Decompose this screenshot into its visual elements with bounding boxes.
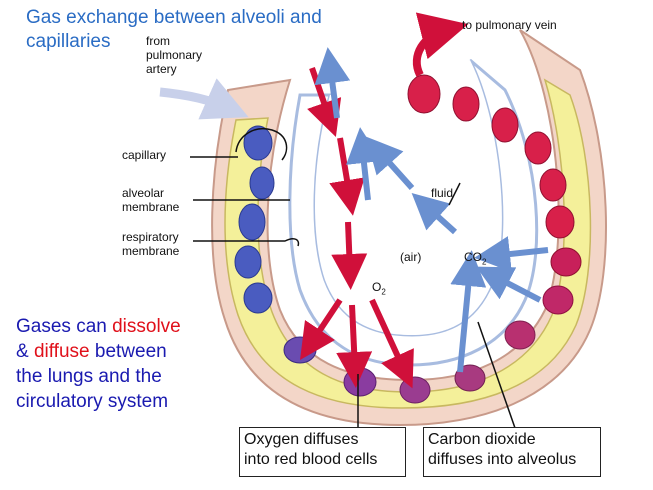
label-fluid: fluid xyxy=(431,186,454,200)
o2-symbol: O xyxy=(372,280,382,294)
label-respiratory-line1: respiratory xyxy=(122,230,179,244)
label-to-pulmonary-vein: to pulmonary vein xyxy=(462,18,557,32)
label-from-pulmonary-artery: from pulmonary artery xyxy=(146,34,202,76)
label-respiratory-line2: membrane xyxy=(122,244,180,258)
callout-co2-line2: diffuses into alveolus xyxy=(428,451,577,468)
callout-oxygen-line2: into red blood cells xyxy=(244,451,378,468)
summary-and: & xyxy=(16,341,34,362)
co2-symbol: CO xyxy=(464,250,482,264)
o2-subscript: 2 xyxy=(381,287,386,297)
label-alveolar-membrane: alveolar membrane xyxy=(122,186,179,214)
label-from-line2: pulmonary xyxy=(146,48,203,62)
summary-diffuse: diffuse xyxy=(33,341,90,362)
co2-arrows xyxy=(314,47,549,373)
label-respiratory-membrane: respiratory membrane xyxy=(122,230,179,258)
summary-dissolve: dissolve xyxy=(112,316,181,337)
title-line-1: Gas exchange between alveoli and xyxy=(26,7,322,28)
label-from-line3: artery xyxy=(146,62,177,76)
oxygen-arrows xyxy=(300,67,414,389)
callout-co2-line1: Carbon dioxide xyxy=(428,431,536,448)
artery-inflow-arrow xyxy=(159,78,249,120)
label-air: (air) xyxy=(400,250,422,264)
summary-text: Gases can dissolve & diffuse between the… xyxy=(16,314,216,414)
callout-oxygen-line1: Oxygen diffuses xyxy=(244,431,359,448)
co2-subscript: 2 xyxy=(482,257,487,267)
callout-oxygen-diffuses: Oxygen diffuses into red blood cells xyxy=(239,427,406,477)
label-alveolar-line1: alveolar xyxy=(122,186,165,200)
summary-between: between xyxy=(89,341,167,362)
summary-line-4: circulatory system xyxy=(16,391,169,412)
summary-gases-can: Gases can xyxy=(16,316,113,337)
label-capillary: capillary xyxy=(122,148,167,162)
summary-line-2: & diffuse between xyxy=(16,339,216,364)
label-o2: O2 xyxy=(372,280,386,299)
label-co2: CO2 xyxy=(464,250,486,269)
label-alveolar-line2: membrane xyxy=(122,200,180,214)
callout-co2-diffuses: Carbon dioxide diffuses into alveolus xyxy=(423,427,601,477)
title-line-2: capillaries xyxy=(26,31,111,52)
page-title: Gas exchange between alveoli and capilla… xyxy=(26,6,376,54)
summary-line-1: Gases can dissolve xyxy=(16,314,216,339)
leader-lines xyxy=(190,128,516,429)
oxygenated-cells xyxy=(407,74,582,350)
vein-outflow-arrow xyxy=(412,12,469,77)
label-from-line1: from xyxy=(146,34,170,48)
summary-line-3: the lungs and the xyxy=(16,366,162,387)
